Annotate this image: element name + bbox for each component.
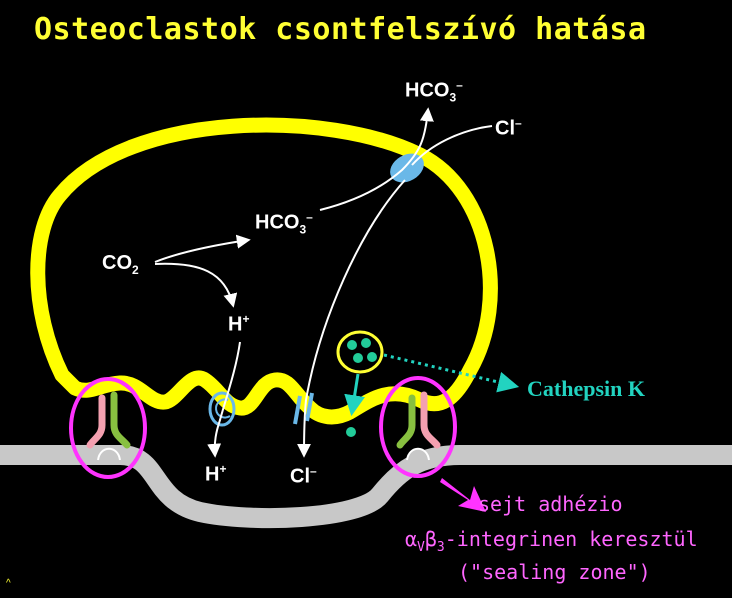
proton-pump bbox=[208, 391, 236, 427]
adhesion-pointer-arrow bbox=[440, 478, 486, 512]
cathepsin-vesicle bbox=[336, 330, 384, 374]
co2-label: CO2 bbox=[102, 252, 139, 277]
arrow-co2-to-hco3 bbox=[154, 234, 251, 263]
cathepsin-dot bbox=[353, 353, 363, 363]
page-title: Osteoclastok csontfelszívó hatása bbox=[34, 12, 647, 47]
bone-surface bbox=[0, 445, 732, 529]
integrin-right-green bbox=[396, 394, 416, 449]
hco3-top-label: HCO3– bbox=[405, 78, 463, 105]
cathepsin-dot bbox=[347, 340, 357, 350]
cathepsin-dot bbox=[367, 352, 377, 362]
integrin-right-ligand bbox=[406, 447, 430, 461]
cathepsin-dot-released bbox=[346, 427, 356, 437]
arrow-hco3-out bbox=[319, 107, 434, 211]
cathepsin-pointer bbox=[383, 353, 520, 393]
cathepsin-dot bbox=[361, 338, 371, 348]
arrow-h-down bbox=[207, 341, 241, 458]
cathepsin-release-arrow bbox=[344, 373, 365, 417]
adhesion-line-1: sejt adhézio bbox=[478, 492, 623, 516]
proton-pump-arrow bbox=[215, 398, 231, 419]
arrow-cl-down bbox=[297, 179, 406, 458]
corner-mark: ^ bbox=[6, 578, 11, 589]
integrin-right-pink bbox=[420, 391, 441, 449]
cl-top-label: Cl– bbox=[495, 116, 522, 140]
cathepsin-k-label: Cathepsin K bbox=[527, 376, 645, 401]
adhesion-line-2: αVβ3-integrinen keresztül bbox=[405, 527, 698, 555]
integrin-ring-right bbox=[379, 376, 457, 478]
cl-bottom-label: Cl– bbox=[290, 464, 317, 488]
h-bottom-label: H+ bbox=[205, 462, 227, 486]
arrow-co2-to-h bbox=[154, 262, 238, 308]
integrin-left-pink bbox=[86, 394, 106, 449]
h-inner-label: H+ bbox=[228, 312, 250, 336]
chloride-channel-left bbox=[293, 395, 302, 425]
chloride-channel-right bbox=[305, 392, 314, 422]
integrin-left-ligand bbox=[97, 447, 121, 461]
hco3-mid-label: HCO3– bbox=[255, 210, 313, 237]
integrin-left-green bbox=[110, 391, 131, 449]
adhesion-line-3: ("sealing zone") bbox=[458, 560, 651, 584]
integrin-ring-left bbox=[69, 377, 147, 479]
arrow-cl-in bbox=[411, 125, 493, 166]
osteoclast-membrane bbox=[30, 117, 498, 425]
